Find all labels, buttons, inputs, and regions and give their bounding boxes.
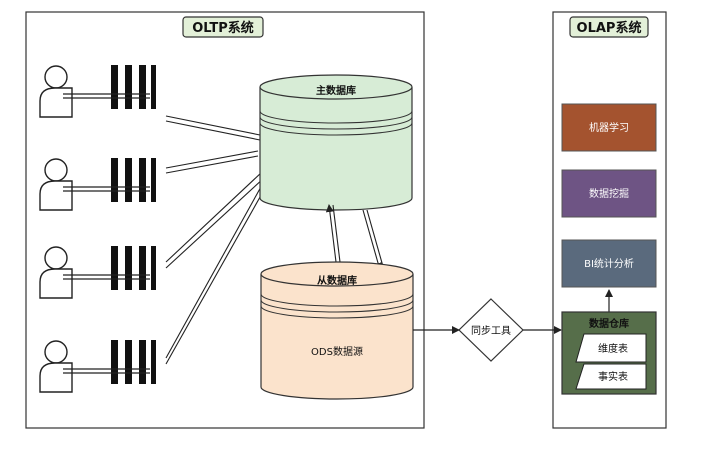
user-icon-body bbox=[39, 362, 73, 393]
warehouse-label: 数据仓库 bbox=[589, 317, 629, 330]
data-mining-box: 数据挖掘 bbox=[561, 169, 657, 218]
ml-box: 机器学习 bbox=[561, 103, 657, 152]
request-bars-icon bbox=[111, 340, 156, 384]
slave-db-label: 从数据库 bbox=[317, 274, 357, 287]
request-bars-icon bbox=[111, 158, 156, 202]
data-mining-label: 数据挖掘 bbox=[589, 187, 629, 200]
oltp-title-badge bbox=[182, 16, 264, 38]
user-icon-head bbox=[44, 158, 68, 182]
request-connectors bbox=[165, 115, 265, 365]
dimension-table-label: 维度表 bbox=[598, 342, 628, 355]
user-icon-body bbox=[39, 87, 73, 118]
bi-box: BI统计分析 bbox=[561, 239, 657, 288]
fact-table-label: 事实表 bbox=[598, 370, 628, 383]
bi-label: BI统计分析 bbox=[584, 257, 634, 270]
oltp-title: OLTP系统 bbox=[192, 20, 254, 36]
sync-tool: 同步工具 bbox=[458, 298, 524, 362]
request-bars-icon bbox=[111, 246, 156, 290]
request-bars-icon bbox=[111, 65, 156, 109]
data-warehouse: 数据仓库 维度表 事实表 bbox=[561, 311, 657, 395]
fact-table-card bbox=[575, 363, 647, 390]
user-3 bbox=[39, 246, 156, 299]
user-icon-body bbox=[39, 268, 73, 299]
user-icon-head bbox=[44, 246, 68, 270]
user-icon-head bbox=[44, 340, 68, 364]
user-icon-head bbox=[44, 65, 68, 89]
master-database: 主数据库 bbox=[259, 74, 413, 211]
user-group bbox=[39, 65, 156, 393]
ml-label: 机器学习 bbox=[589, 121, 629, 134]
user-icon-body bbox=[39, 180, 73, 211]
replication-arrows bbox=[325, 204, 385, 271]
user-1 bbox=[39, 65, 156, 118]
ods-label: ODS数据源 bbox=[311, 345, 363, 358]
slave-database: 从数据库 ODS数据源 bbox=[260, 261, 414, 400]
user-2 bbox=[39, 158, 156, 211]
olap-title: OLAP系统 bbox=[577, 20, 642, 36]
sync-tool-label: 同步工具 bbox=[471, 325, 511, 337]
user-4 bbox=[39, 340, 156, 393]
master-db-label: 主数据库 bbox=[316, 84, 356, 97]
dimension-table-card bbox=[575, 333, 647, 363]
olap-title-badge bbox=[569, 16, 649, 38]
